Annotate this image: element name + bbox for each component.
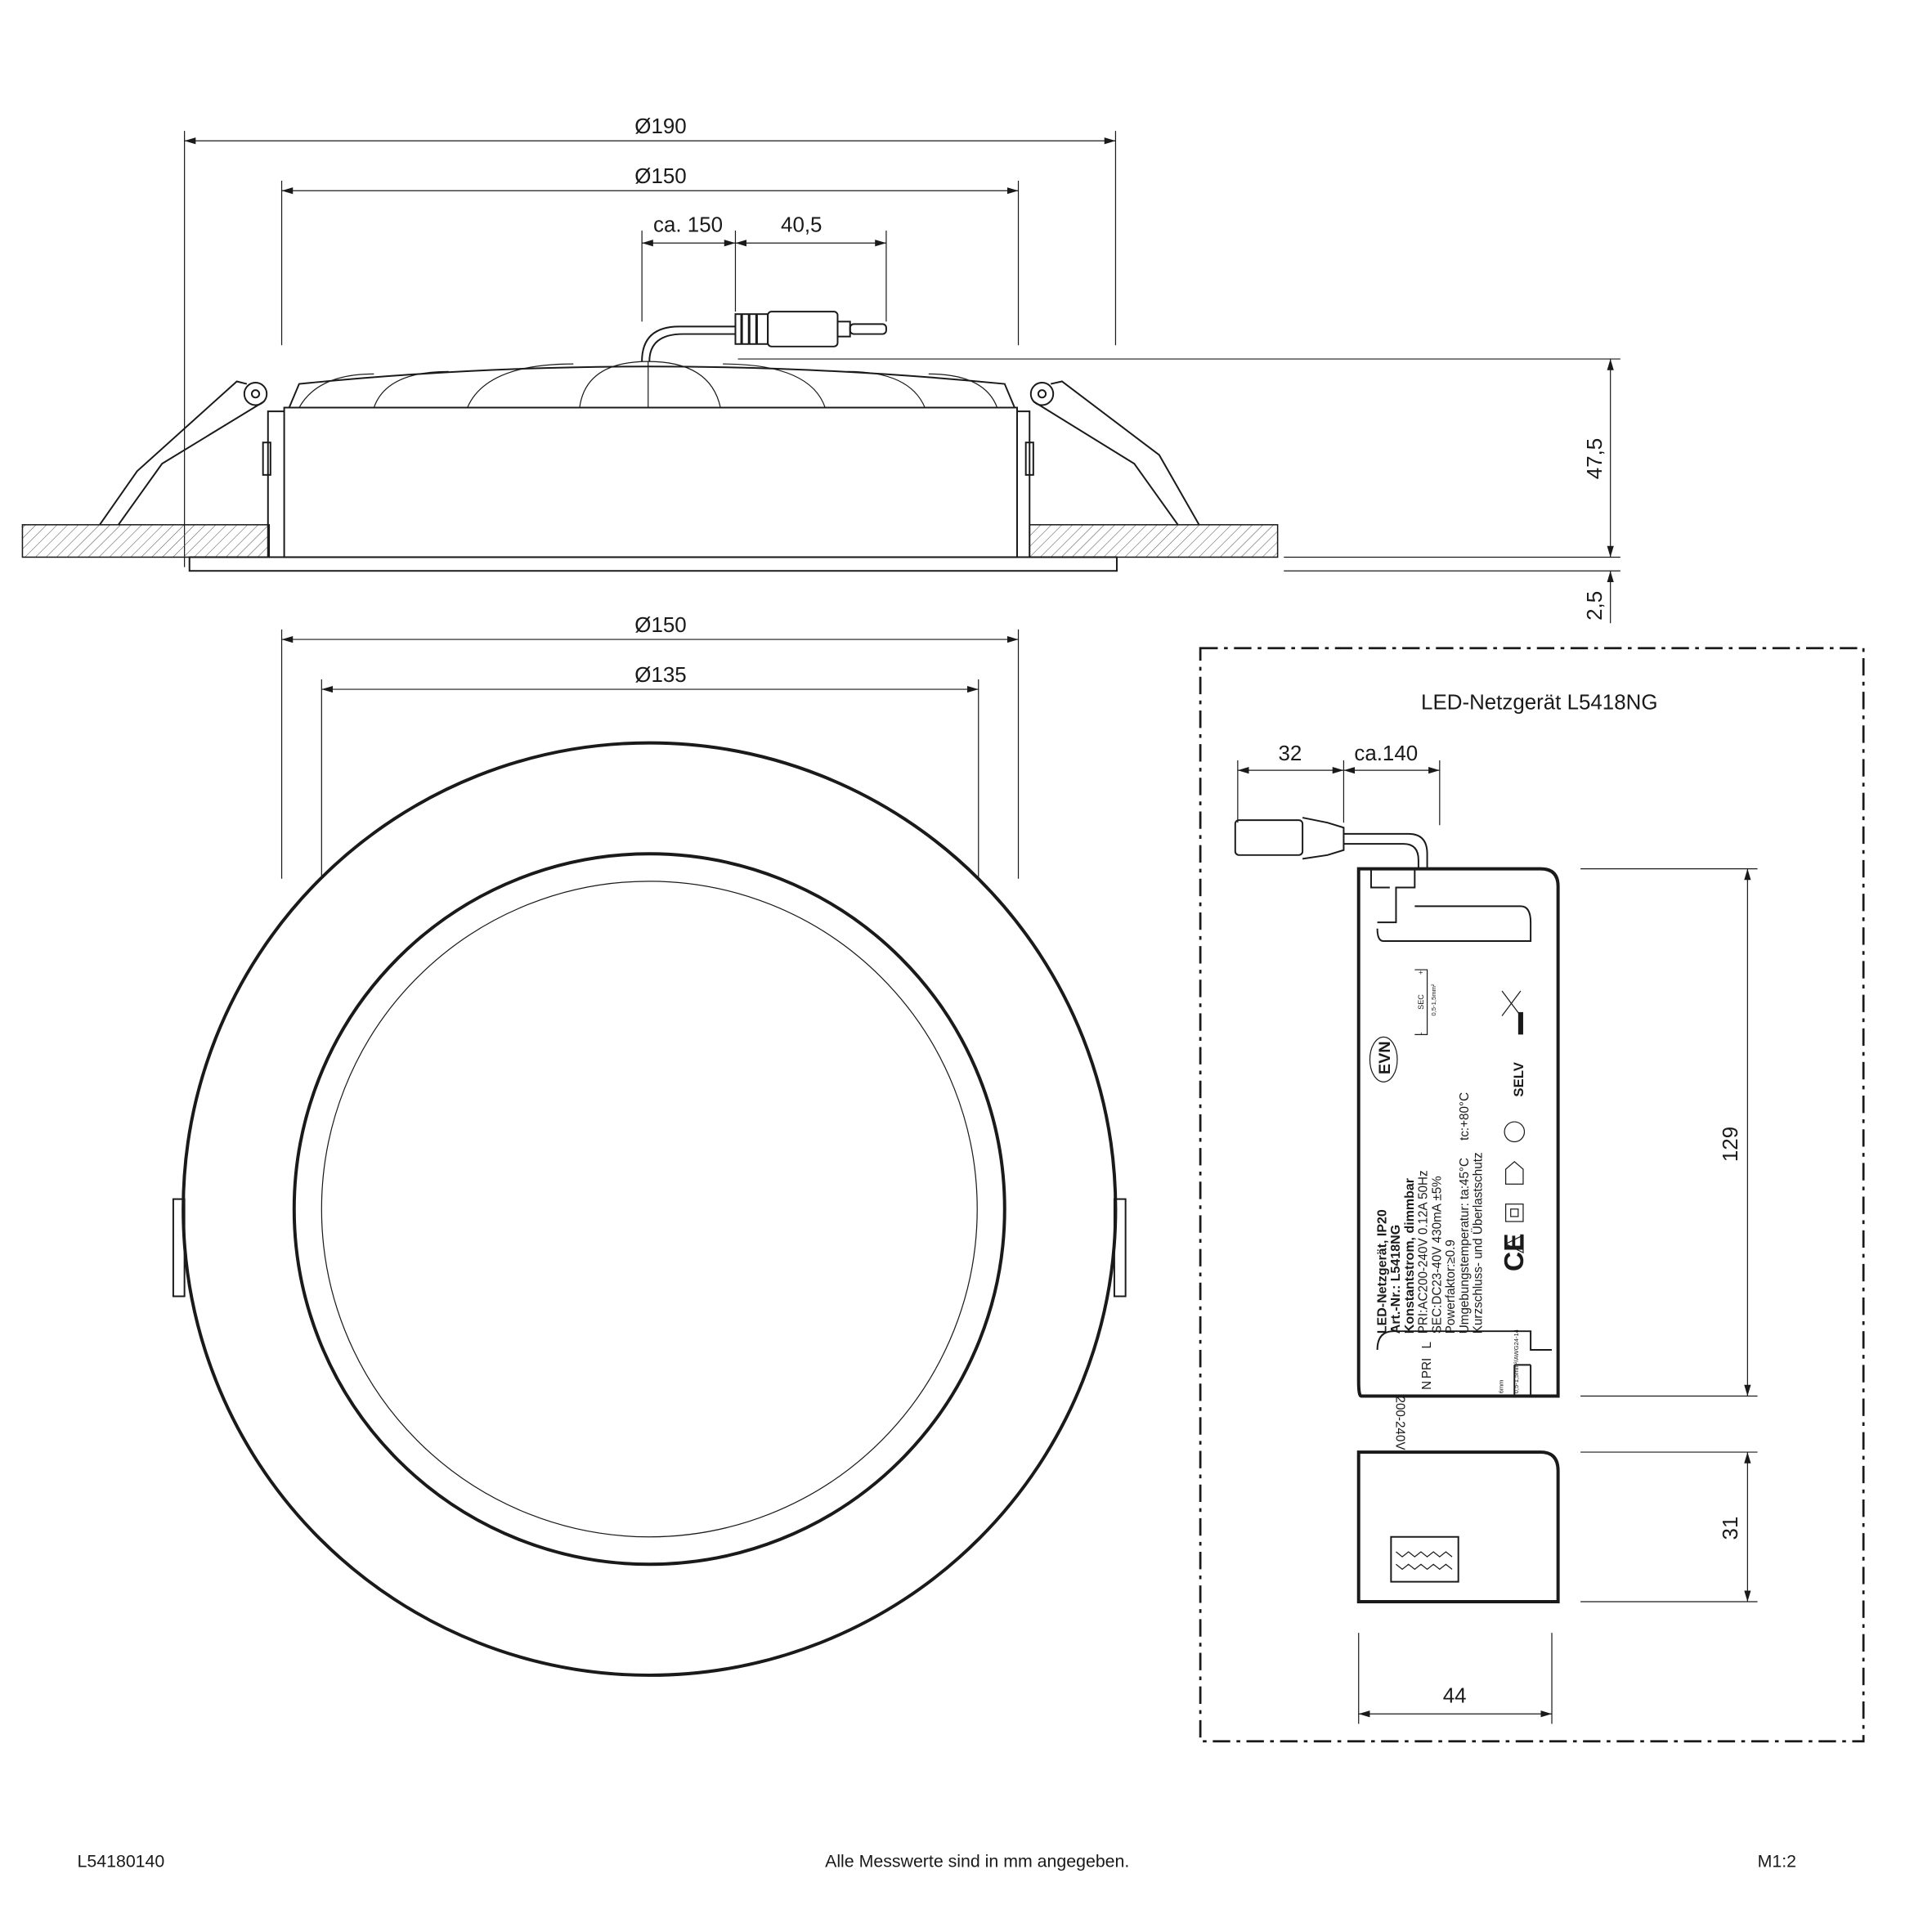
label-line: Kurzschluss- und Überlastschutz <box>1471 1152 1486 1334</box>
driver-housing-top <box>1356 867 1560 1398</box>
clip-tab-left <box>172 1198 186 1298</box>
dim-label: Ø190 <box>634 115 686 138</box>
driver-label: LED-Netzgerät, IP20 Art.-Nr.: L5418NG Ko… <box>1369 969 1530 1450</box>
spring-clip-left <box>99 380 285 558</box>
side-view: Ø190 Ø150 ca. 150 40,5 <box>21 115 1620 624</box>
sec-wire: 0,5-1,5mm² <box>1430 984 1437 1015</box>
dim-label: 129 <box>1719 1127 1742 1162</box>
label-line: Konstantstrom, dimmbar <box>1403 1178 1417 1334</box>
reflector-ring <box>292 852 1006 1567</box>
driver-title: LED-Netzgerät L5418NG <box>1421 691 1657 714</box>
class-ii-icon <box>1505 1204 1524 1222</box>
label-line: PRI:AC200-240V 0.12A 50Hz <box>1417 1170 1431 1334</box>
brand-logo: EVN <box>1376 1041 1394 1074</box>
dim-label: 2,5 <box>1584 591 1607 621</box>
dim-label: Ø135 <box>634 664 686 687</box>
pri-terminal: PRI <box>1420 1358 1434 1378</box>
luminaire-body <box>283 361 1018 558</box>
dim-label: Ø150 <box>634 165 686 188</box>
dim-label: Ø150 <box>634 614 686 637</box>
front-view: Ø150 Ø135 <box>172 614 1127 1677</box>
diffuser <box>321 881 978 1538</box>
cable-connector <box>641 311 887 362</box>
dim-label: 32 <box>1278 742 1302 765</box>
label-line: Art.-Nr.: L5418NG <box>1389 1225 1403 1334</box>
ceiling-right <box>1029 524 1279 558</box>
dim-label: 44 <box>1443 1684 1467 1707</box>
dim-label: 47,5 <box>1584 438 1607 479</box>
sec-minus: - <box>1417 1032 1425 1034</box>
driver-panel: LED-Netzgerät L5418NG 32 ca.140 LED-Netz… <box>1199 647 1865 1743</box>
strip-length: 6mm <box>1498 1379 1505 1393</box>
dimension-cable: ca. 150 40,5 <box>641 214 887 322</box>
ceiling-left <box>21 524 271 558</box>
label-line: LED-Netzgerät, IP20 <box>1375 1209 1389 1334</box>
label-line: tc:+80°C <box>1458 1092 1472 1141</box>
sec-plus: + <box>1417 970 1425 975</box>
pri-l: L <box>1420 1342 1434 1348</box>
thermal-protection-icon <box>1504 1234 1524 1254</box>
clip-tab-right <box>1113 1198 1127 1298</box>
pri-n: N <box>1420 1381 1434 1390</box>
weee-icon <box>1501 990 1522 1016</box>
label-line: SEC:DC23-40V 430mA ±5% <box>1430 1176 1444 1334</box>
bezel-outline <box>182 741 1118 1677</box>
dimension-height: 47,5 2,5 <box>737 358 1620 624</box>
label-line: Powerfaktor:≥0.9 <box>1444 1239 1458 1334</box>
bezel <box>188 556 1118 572</box>
dim-label: 31 <box>1719 1517 1742 1540</box>
pri-voltage: 200-240V <box>1392 1396 1406 1450</box>
units-note: Alle Messwerte sind in mm angegeben. <box>825 1852 1129 1871</box>
selv-mark: SELV <box>1511 1061 1526 1096</box>
driver-housing-side <box>1356 1450 1560 1603</box>
footer: L54180140 Alle Messwerte sind in mm ange… <box>78 1852 1796 1871</box>
spring-clip-right <box>1017 380 1200 558</box>
transformer-icon <box>1505 1161 1524 1185</box>
f-mark-icon <box>1504 1121 1526 1143</box>
dimension-outer-diameter: Ø190 <box>184 115 1117 567</box>
driver-connector <box>1234 817 1428 869</box>
dim-label: 40,5 <box>781 214 822 237</box>
dim-label: ca.140 <box>1354 742 1418 765</box>
scale: M1:2 <box>1758 1852 1796 1871</box>
article-number: L54180140 <box>78 1852 165 1871</box>
sec-terminal: SEC <box>1417 994 1425 1010</box>
wire-spec: 0,5-1,5mm²/AWG24-14 <box>1513 1329 1520 1393</box>
label-line: Umgebungstemperatur: ta:45°C <box>1458 1158 1472 1334</box>
dim-label: ca. 150 <box>653 214 723 237</box>
dimension-cutout-diameter: Ø150 <box>280 165 1020 346</box>
